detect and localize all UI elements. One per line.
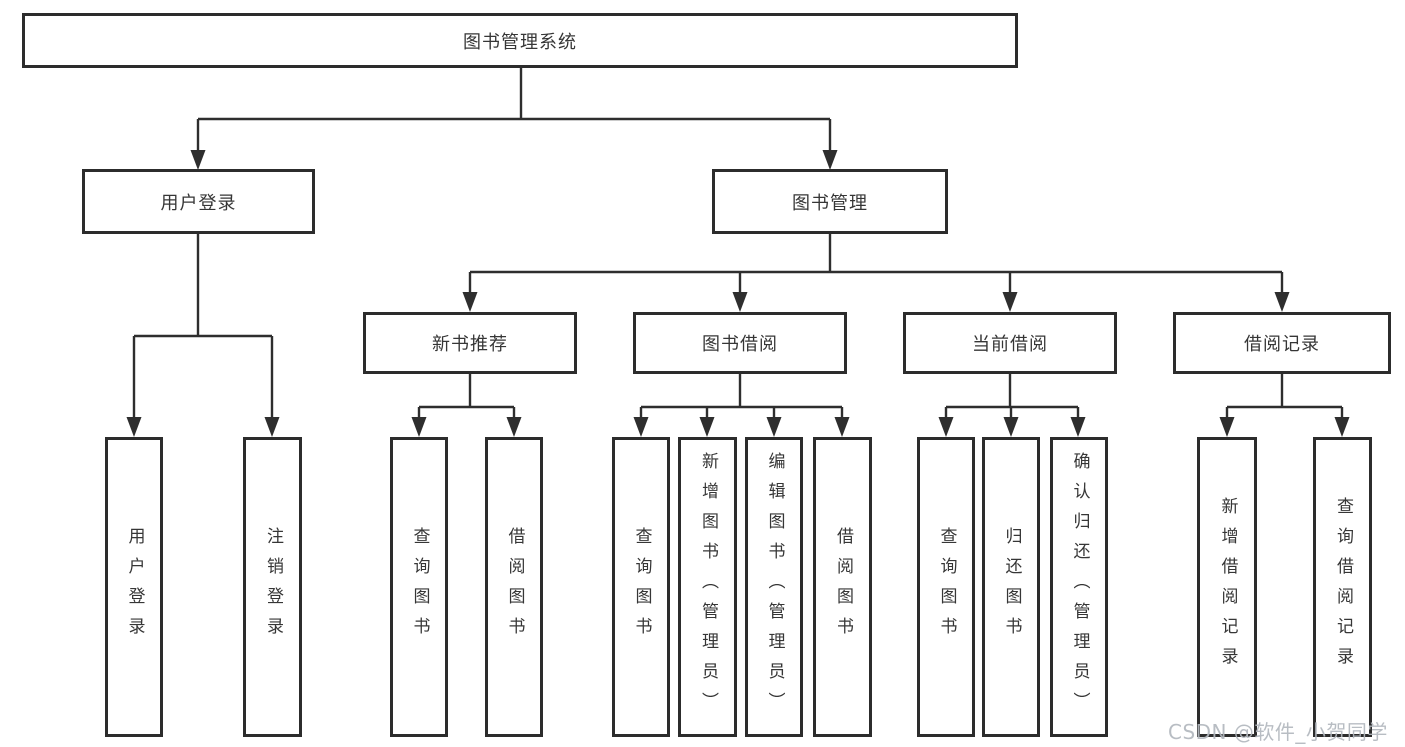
connector-current-borrowing-branch — [938, 374, 1086, 437]
leaf-label: 借阅图书 — [504, 527, 525, 647]
node-leaf-logout: 注销登录 — [243, 437, 302, 737]
leaf-label: 编辑图书（管理员） — [764, 452, 785, 722]
leaf-label: 注销登录 — [263, 527, 283, 647]
node-leaf-user-login: 用户登录 — [105, 437, 163, 737]
leaf-label: 新增借阅记录 — [1217, 497, 1238, 677]
watermark: CSDN @软件_小贺同学 — [1168, 720, 1388, 744]
leaf-label: 新增图书（管理员） — [698, 452, 718, 722]
leaf-label: 归还图书 — [1001, 527, 1022, 647]
node-book-borrowing: 图书借阅 — [633, 312, 847, 374]
leaf-label: 确认归还（管理员） — [1069, 452, 1090, 722]
node-user-login: 用户登录 — [82, 169, 315, 234]
connector-user-login-branch — [126, 234, 280, 437]
connector-root-to-level2 — [190, 68, 838, 170]
connector-new-book-branch — [411, 374, 522, 437]
node-leaf-add-borrow-record: 新增借阅记录 — [1197, 437, 1257, 737]
leaf-label: 查询借阅记录 — [1333, 497, 1353, 677]
node-leaf-confirm-return-admin: 确认归还（管理员） — [1050, 437, 1108, 737]
node-leaf-add-book-admin: 新增图书（管理员） — [678, 437, 737, 737]
connector-book-borrowing-branch — [633, 374, 850, 437]
node-leaf-return-books: 归还图书 — [982, 437, 1040, 737]
node-current-borrowing: 当前借阅 — [903, 312, 1117, 374]
connector-borrowing-records-branch — [1219, 374, 1350, 437]
node-leaf-query-books-borrowing: 查询图书 — [612, 437, 670, 737]
leaf-label: 查询图书 — [631, 527, 652, 647]
leaf-label: 用户登录 — [124, 527, 145, 647]
node-leaf-query-books-recommend: 查询图书 — [390, 437, 448, 737]
node-leaf-query-books-current: 查询图书 — [917, 437, 975, 737]
node-leaf-borrow-books-recommend: 借阅图书 — [485, 437, 543, 737]
node-leaf-edit-book-admin: 编辑图书（管理员） — [745, 437, 803, 737]
node-new-book-recommendation: 新书推荐 — [363, 312, 577, 374]
node-library-management-system: 图书管理系统 — [22, 13, 1018, 68]
node-leaf-borrow-books: 借阅图书 — [813, 437, 872, 737]
leaf-label: 查询图书 — [409, 527, 430, 647]
leaf-label: 借阅图书 — [833, 527, 853, 647]
node-book-management: 图书管理 — [712, 169, 948, 234]
leaf-label: 查询图书 — [936, 527, 957, 647]
connector-book-management-branch — [462, 234, 1290, 312]
node-borrowing-records: 借阅记录 — [1173, 312, 1391, 374]
node-leaf-query-borrow-record: 查询借阅记录 — [1313, 437, 1372, 737]
